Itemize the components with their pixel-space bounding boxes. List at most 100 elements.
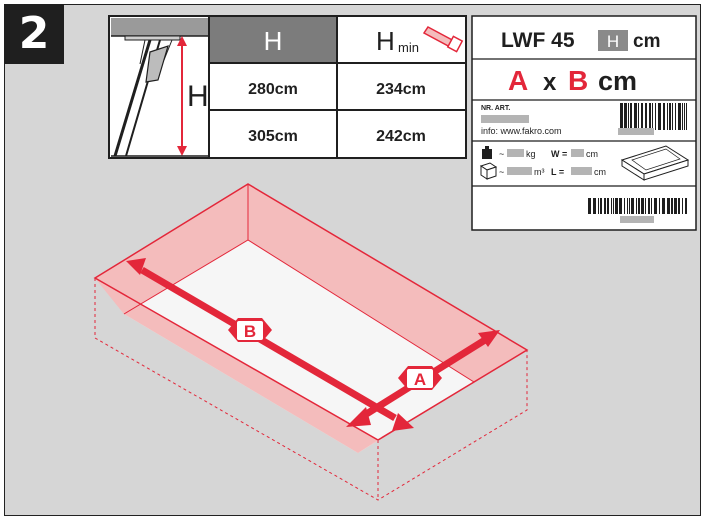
barcode-bar: [600, 198, 602, 214]
ceiling-block: [111, 18, 208, 36]
header-hmin: H min: [376, 26, 419, 56]
dim-x: x: [543, 69, 557, 96]
barcode-bar: [630, 103, 632, 130]
volume-prefix: ~: [499, 167, 504, 177]
barcode-bar: [672, 103, 673, 130]
barcode-bar: [669, 103, 671, 130]
barcode-top-number: [618, 128, 654, 135]
barcode-bar: [654, 198, 657, 214]
height-table: H H H min 280cm 234cm 305cm 242cm: [108, 15, 467, 159]
label-b: B: [244, 322, 256, 341]
barcode-bar: [588, 198, 591, 214]
barcode-bar: [667, 198, 670, 214]
barcode-bar: [649, 103, 651, 130]
info-url: info: www.fakro.com: [481, 126, 562, 136]
barcode-bar: [658, 103, 661, 130]
label-b-badge: B: [228, 318, 272, 342]
product-label: LWF 45 H cm A x B cm NR. ART. info: www.…: [471, 15, 697, 231]
weight-placeholder: [507, 149, 524, 157]
barcode-bar: [619, 198, 622, 214]
width-placeholder: [571, 149, 584, 157]
barcode-bar: [663, 103, 665, 130]
label-a: A: [414, 370, 426, 389]
barcode-bar: [624, 198, 625, 214]
barcode-bar: [685, 198, 687, 214]
barcode-bar: [634, 103, 637, 130]
barcode-bar: [684, 103, 685, 130]
barcode-bar: [604, 198, 606, 214]
barcode-bottom-number: [620, 216, 654, 223]
barcode-bar: [613, 198, 614, 214]
barcode-bar: [641, 103, 643, 130]
barcode-top: [620, 103, 687, 130]
height-label: H: [187, 80, 209, 113]
barcode-bar: [674, 198, 677, 214]
frame-back-right: [248, 184, 527, 382]
model-name: LWF 45: [501, 29, 575, 52]
label-a-badge: A: [398, 366, 442, 390]
barcode-bar: [655, 103, 656, 130]
barcode-bar: [593, 198, 596, 214]
arrow-b-shaft: [140, 266, 397, 422]
barcode-bottom: [588, 198, 687, 214]
header-h-cell: [210, 17, 336, 63]
barcode-bar: [671, 198, 673, 214]
height-arrow-top: [177, 36, 187, 46]
barcode-bar: [636, 198, 637, 214]
barcode-bar: [667, 103, 668, 130]
arrow-a-head-end: [478, 330, 500, 347]
barcode-bar: [624, 103, 627, 130]
barcode-bar: [645, 198, 646, 214]
svg-text:min: min: [398, 40, 419, 55]
opening-diagram: B A: [93, 183, 529, 501]
frame-back-left: [95, 184, 248, 314]
box-dashed-outline: [94, 278, 528, 501]
barcode-bar: [641, 198, 644, 214]
arrow-a-head-start: [346, 407, 371, 427]
barcode-bar: [675, 103, 676, 130]
barcode-bar: [682, 103, 683, 130]
weight-unit: kg: [526, 149, 536, 159]
barcode-bar: [652, 103, 653, 130]
dim-a: A: [508, 65, 528, 96]
barcode-bar: [678, 198, 680, 214]
svg-text:H: H: [376, 26, 395, 56]
step-number: 2: [4, 4, 64, 64]
dim-b: B: [568, 65, 588, 96]
barcode-bar: [620, 103, 623, 130]
barcode-bar: [682, 198, 683, 214]
length-unit: cm: [594, 167, 606, 177]
barcode-bar: [648, 198, 650, 214]
weight-icon: [482, 146, 492, 159]
nr-art-label: NR. ART.: [481, 105, 510, 112]
barcode-bar: [607, 198, 609, 214]
volume-placeholder: [507, 167, 532, 175]
length-placeholder: [571, 167, 592, 175]
barcode-bar: [645, 103, 647, 130]
height-box: [598, 30, 628, 51]
barcode-bar: [686, 103, 687, 130]
saw-icon: [422, 26, 464, 53]
width-label: W =: [551, 149, 567, 159]
volume-icon: [479, 162, 498, 180]
barcode-bar: [651, 198, 652, 214]
barcode-bar: [598, 198, 599, 214]
package-icon: [620, 145, 690, 181]
frame-outline: [93, 183, 529, 441]
frame-front-left: [95, 278, 378, 453]
barcode-bar: [611, 198, 612, 214]
barcode-bar: [615, 198, 618, 214]
arrow-b-head-end: [392, 413, 414, 431]
width-unit: cm: [586, 149, 598, 159]
barcode-bar: [678, 103, 681, 130]
ladder-rail-left: [113, 39, 152, 157]
barcode-bar: [638, 198, 640, 214]
ladder-illustration: H: [111, 18, 209, 157]
row1-h-value: 280cm: [248, 81, 298, 98]
dim-unit: cm: [598, 66, 637, 96]
row1-hmin-value: 234cm: [376, 81, 426, 98]
barcode-bar: [638, 103, 639, 130]
row2-hmin-value: 242cm: [376, 128, 426, 145]
